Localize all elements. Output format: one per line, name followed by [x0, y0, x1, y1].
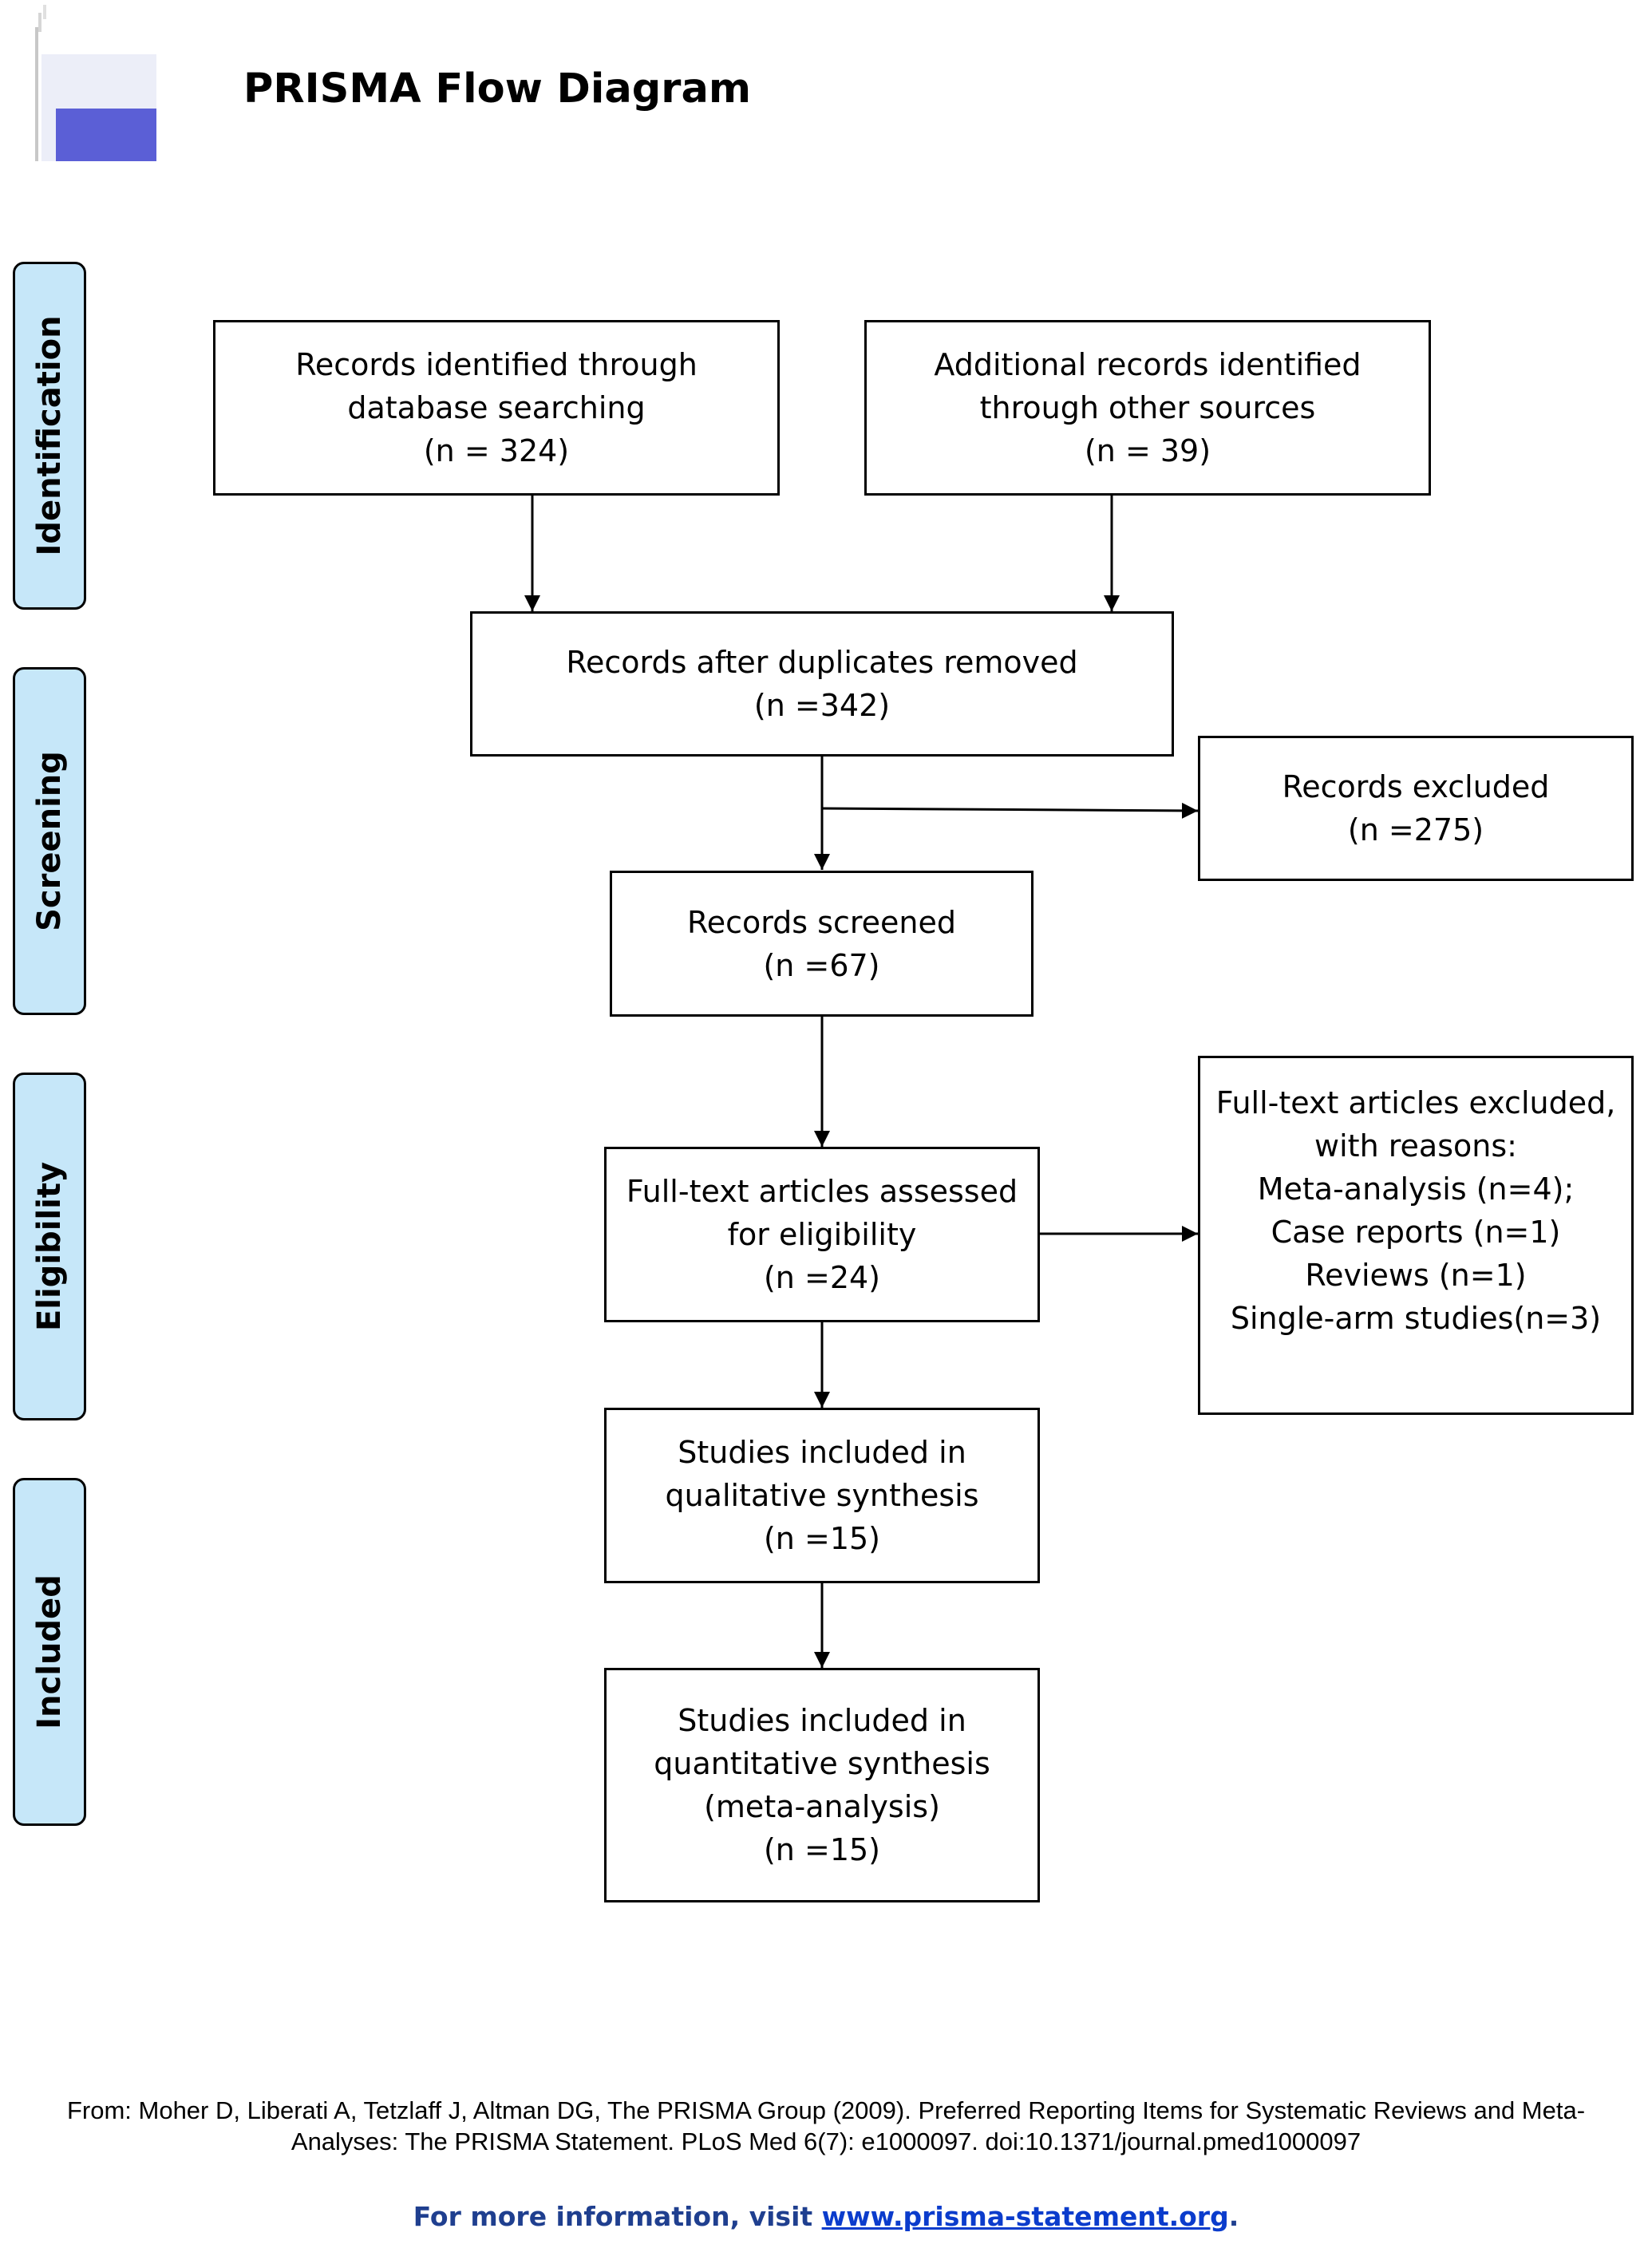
- prisma-website-link[interactable]: www.prisma-statement.org: [821, 2201, 1229, 2232]
- node-qualitative: Studies included in qualitative synthesi…: [604, 1408, 1040, 1583]
- node-line: Records identified through: [295, 347, 698, 382]
- node-other-records: Additional records identified through ot…: [864, 320, 1431, 496]
- citation-line-2: Analyses: The PRISMA Statement. PLoS Med…: [290, 2128, 1362, 2155]
- node-line: Studies included in: [678, 1703, 966, 1738]
- more-info-prefix: For more information, visit: [413, 2201, 822, 2232]
- phase-screening: Screening: [13, 667, 86, 1015]
- node-line: (meta-analysis): [704, 1789, 940, 1824]
- page-title: PRISMA Flow Diagram: [243, 65, 752, 113]
- node-line: Records after duplicates removed: [566, 645, 1078, 680]
- phase-included: Included: [13, 1478, 86, 1826]
- node-excluded: Records excluded (n =275): [1198, 736, 1634, 881]
- node-line: qualitative synthesis: [665, 1478, 979, 1513]
- node-line: quantitative synthesis: [654, 1746, 990, 1781]
- node-line: (n =67): [763, 947, 880, 983]
- node-dedup: Records after duplicates removed (n =342…: [470, 611, 1174, 757]
- node-line: through other sources: [979, 390, 1316, 425]
- node-line: (n =24): [763, 1260, 880, 1295]
- node-quantitative: Studies included in quantitative synthes…: [604, 1668, 1040, 1902]
- node-line: Additional records identified: [934, 347, 1362, 382]
- node-line: (n =342): [753, 688, 891, 723]
- phase-eligibility: Eligibility: [13, 1073, 86, 1420]
- node-line: Studies included in: [678, 1435, 966, 1470]
- node-line: with reasons:: [1314, 1128, 1517, 1164]
- edge-dedup-excluded: [821, 802, 1199, 819]
- citation: From: Moher D, Liberati A, Tetzlaff J, A…: [16, 2095, 1636, 2157]
- more-info: For more information, visit www.prisma-s…: [0, 2201, 1652, 2232]
- node-line: (n =15): [763, 1832, 880, 1867]
- phase-identification: Identification: [13, 262, 86, 610]
- node-line: (n =15): [763, 1521, 880, 1556]
- citation-line-1: From: Moher D, Liberati A, Tetzlaff J, A…: [66, 2096, 1586, 2124]
- node-line: Full-text articles excluded,: [1215, 1085, 1616, 1120]
- node-line: Single-arm studies(n=3): [1230, 1301, 1602, 1336]
- node-line: Reviews (n=1): [1305, 1258, 1527, 1293]
- node-line: (n =275): [1347, 812, 1484, 847]
- node-line: Case reports (n=1): [1271, 1215, 1561, 1250]
- node-line: for eligibility: [727, 1217, 917, 1252]
- more-info-suffix: .: [1228, 2201, 1239, 2232]
- prisma-logo: [35, 5, 156, 161]
- node-db-records: Records identified through database sear…: [213, 320, 780, 496]
- node-line: Records excluded: [1282, 769, 1550, 804]
- node-line: Full-text articles assessed: [626, 1174, 1018, 1209]
- node-fulltext-excluded: Full-text articles excluded, with reason…: [1198, 1056, 1634, 1415]
- node-line: database searching: [347, 390, 646, 425]
- node-line: Meta-analysis (n=4);: [1257, 1171, 1575, 1207]
- node-fulltext: Full-text articles assessed for eligibil…: [604, 1147, 1040, 1322]
- node-screened: Records screened (n =67): [610, 871, 1033, 1017]
- node-line: Records screened: [687, 904, 956, 940]
- node-line: (n = 39): [1084, 433, 1211, 468]
- node-line: (n = 324): [423, 433, 570, 468]
